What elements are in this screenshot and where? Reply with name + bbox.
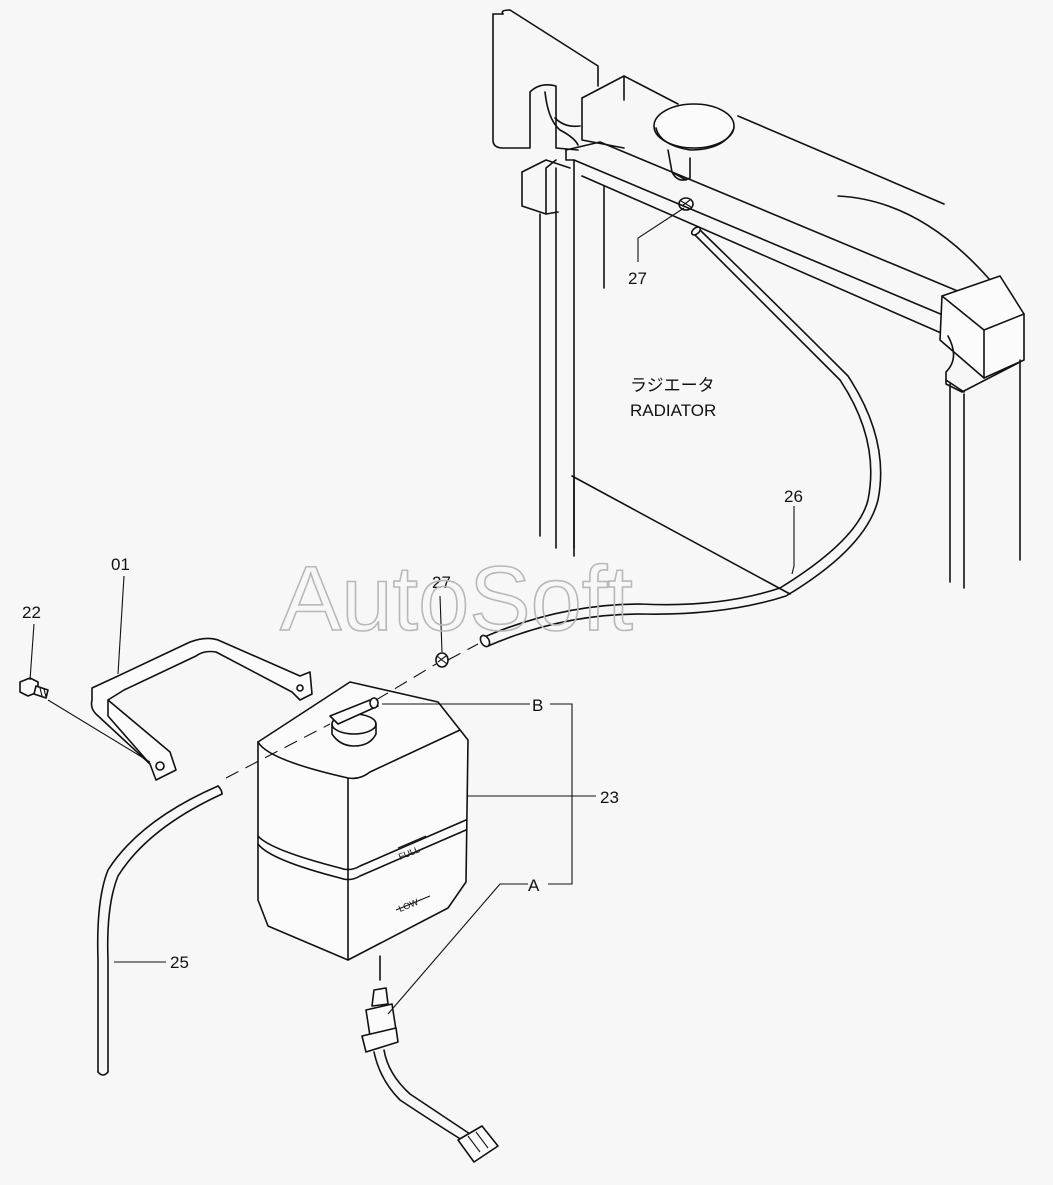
bolt bbox=[19, 677, 49, 699]
label-port-b: B bbox=[532, 696, 543, 715]
clamp-top bbox=[678, 197, 694, 211]
label-tank: 23 bbox=[600, 788, 619, 807]
reserve-tank: FULL LOW bbox=[257, 681, 469, 961]
radiator-label-en: RADIATOR bbox=[630, 401, 716, 420]
label-clamp-mid: 27 bbox=[432, 573, 451, 592]
clamp-mid bbox=[435, 652, 449, 668]
radiator-label-jp: ラジエータ bbox=[630, 376, 715, 395]
label-clamp-top: 27 bbox=[628, 269, 647, 288]
drain-hose bbox=[96, 785, 223, 1076]
overflow-hose bbox=[479, 226, 882, 648]
leader-lines bbox=[29, 207, 795, 1015]
bracket bbox=[90, 637, 313, 781]
label-drain-hose: 25 bbox=[170, 953, 189, 972]
radiator-cap bbox=[653, 103, 735, 149]
label-bracket: 01 bbox=[111, 555, 130, 574]
label-bolt: 22 bbox=[22, 603, 41, 622]
label-port-a: A bbox=[528, 876, 540, 895]
level-sensor bbox=[361, 955, 499, 1163]
radiator-assembly bbox=[492, 9, 1025, 595]
label-overflow-hose: 26 bbox=[784, 487, 803, 506]
watermark: AutoSoft bbox=[280, 548, 633, 650]
